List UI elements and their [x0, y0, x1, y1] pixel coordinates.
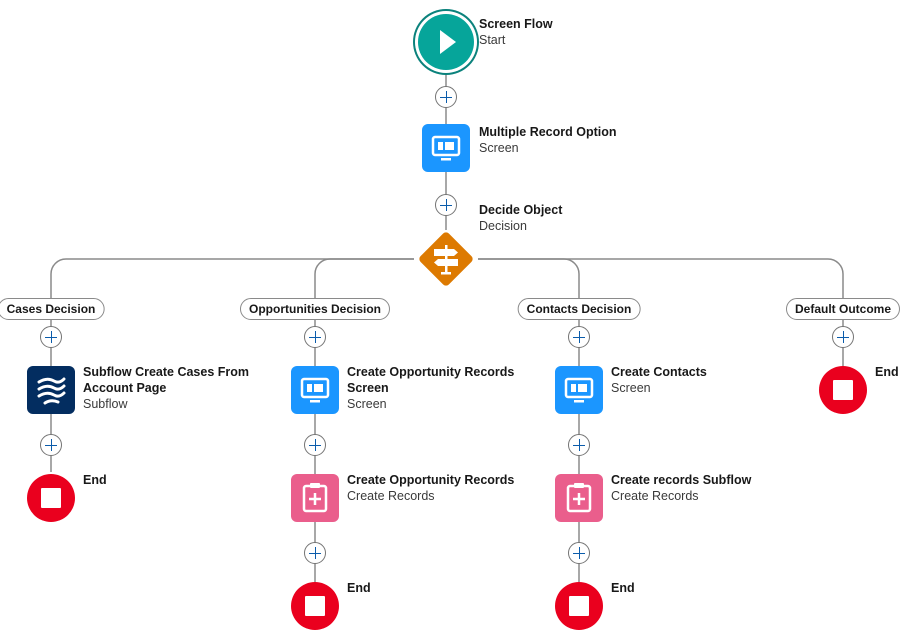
cases-end-title: End	[83, 473, 107, 487]
screen-node-create-contacts[interactable]	[555, 366, 603, 414]
create-records-node-contacts[interactable]	[555, 474, 603, 522]
add-element-button[interactable]	[304, 326, 326, 348]
screen1-title: Multiple Record Option	[479, 125, 617, 139]
end-node-cases[interactable]	[27, 474, 75, 522]
stop-icon	[305, 596, 325, 616]
start-subtitle: Start	[479, 33, 506, 47]
opp-end-title: End	[347, 581, 371, 595]
stop-icon	[41, 488, 61, 508]
screen-node-create-opportunity[interactable]	[291, 366, 339, 414]
opp-screen-label: Create Opportunity Records Screen Screen	[347, 364, 514, 412]
stop-icon	[569, 596, 589, 616]
contacts-end-title: End	[611, 581, 635, 595]
default-end-title: End	[875, 365, 899, 379]
cases-end-label: End	[83, 472, 107, 488]
default-end-label: End	[875, 364, 899, 380]
add-element-button[interactable]	[435, 194, 457, 216]
contacts-screen-label: Create Contacts Screen	[611, 364, 707, 396]
opp-screen-title-line2: Screen	[347, 381, 389, 395]
add-element-button[interactable]	[568, 434, 590, 456]
screen1-label: Multiple Record Option Screen	[479, 124, 617, 156]
opp-create-label: Create Opportunity Records Create Record…	[347, 472, 514, 504]
add-element-button[interactable]	[435, 86, 457, 108]
add-element-button[interactable]	[568, 542, 590, 564]
cases-subflow-title-line2: Account Page	[83, 381, 167, 395]
contacts-end-label: End	[611, 580, 635, 596]
cases-subflow-label: Subflow Create Cases From Account Page S…	[83, 364, 249, 412]
stop-icon	[833, 380, 853, 400]
subflow-node-create-cases[interactable]	[27, 366, 75, 414]
subflow-icon	[37, 377, 66, 405]
create-records-icon	[302, 483, 328, 513]
decision-label: Decide Object Decision	[479, 202, 562, 234]
cases-subflow-subtitle: Subflow	[83, 397, 128, 411]
signpost-icon	[419, 232, 473, 286]
outcome-contacts-decision[interactable]: Contacts Decision	[517, 298, 641, 320]
add-element-button[interactable]	[304, 434, 326, 456]
cases-subflow-title-line1: Subflow Create Cases From	[83, 365, 250, 379]
opp-screen-title-line1: Create Opportunity Records	[347, 365, 515, 379]
screen-icon	[431, 135, 461, 161]
decision-node[interactable]	[414, 227, 478, 296]
opp-end-label: End	[347, 580, 371, 596]
add-element-button[interactable]	[568, 326, 590, 348]
start-label: Screen Flow Start	[479, 16, 553, 48]
screen-icon	[300, 377, 330, 403]
contacts-create-title: Create records Subflow	[611, 473, 752, 487]
add-element-button[interactable]	[304, 542, 326, 564]
create-records-icon	[566, 483, 592, 513]
start-title: Screen Flow	[479, 17, 553, 31]
contacts-create-subtitle: Create Records	[611, 489, 699, 503]
screen-node-multiple-record-option[interactable]	[422, 124, 470, 172]
outcome-default[interactable]: Default Outcome	[785, 298, 901, 320]
end-node-opportunities[interactable]	[291, 582, 339, 630]
outcome-opportunities-decision[interactable]: Opportunities Decision	[239, 298, 391, 320]
contacts-screen-subtitle: Screen	[611, 381, 651, 395]
opp-create-title: Create Opportunity Records	[347, 473, 515, 487]
outcome-cases-decision[interactable]: Cases Decision	[0, 298, 105, 320]
start-node[interactable]	[418, 14, 474, 70]
decision-title: Decide Object	[479, 203, 563, 217]
contacts-create-label: Create records Subflow Create Records	[611, 472, 751, 504]
opp-create-subtitle: Create Records	[347, 489, 435, 503]
end-node-default[interactable]	[819, 366, 867, 414]
add-element-button[interactable]	[40, 434, 62, 456]
contacts-screen-title: Create Contacts	[611, 365, 707, 379]
add-element-button[interactable]	[40, 326, 62, 348]
decision-subtitle: Decision	[479, 219, 527, 233]
screen-icon	[564, 377, 594, 403]
create-records-node-opportunity[interactable]	[291, 474, 339, 522]
end-node-contacts[interactable]	[555, 582, 603, 630]
screen1-subtitle: Screen	[479, 141, 519, 155]
add-element-button[interactable]	[832, 326, 854, 348]
play-icon	[440, 30, 456, 54]
opp-screen-subtitle: Screen	[347, 397, 387, 411]
